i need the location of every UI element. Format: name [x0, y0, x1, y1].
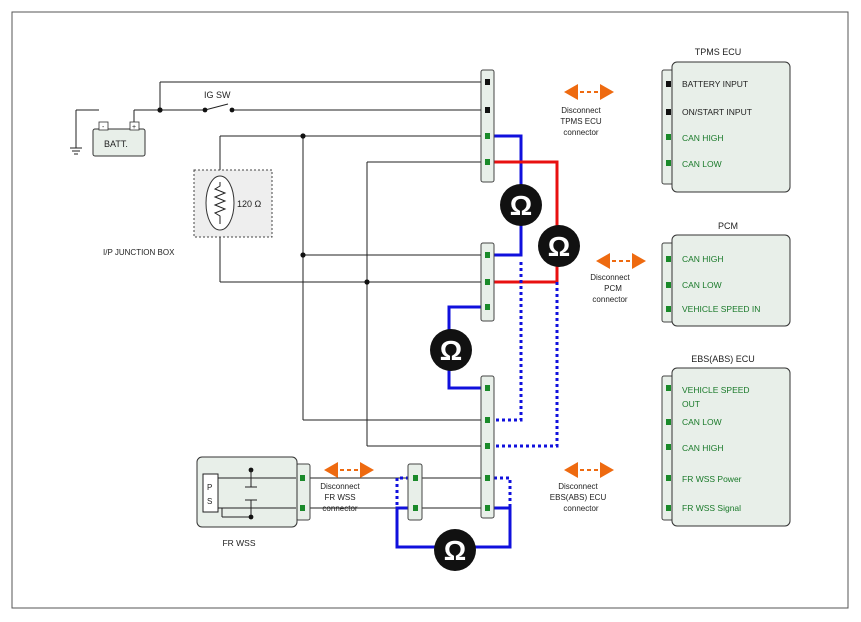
battery-label: BATT.: [104, 139, 128, 149]
tpms-title: TPMS ECU: [695, 47, 742, 57]
ohmmeter-ebs[interactable]: Ω: [430, 329, 472, 371]
ebs-disconnect-line3: connector: [563, 504, 598, 513]
ebs-ecu: VEHICLE SPEED OUT CAN LOW CAN HIGH FR WS…: [661, 367, 791, 527]
can-wires: [395, 134, 559, 549]
ebs-pin-can-high: CAN HIGH: [682, 443, 724, 453]
disconnect-labels: Disconnect TPMS ECU connector Disconnect…: [320, 106, 630, 513]
pcm-disconnect-line1: Disconnect: [590, 273, 630, 282]
tpms-pin-on-start-input: ON/START INPUT: [682, 107, 752, 117]
wss-sensor-p: P: [207, 483, 212, 492]
ohm-meter-icon: [538, 225, 580, 267]
ebs-pin-fr-wss-power: FR WSS Power: [682, 474, 742, 484]
ohmmeter-wss[interactable]: Ω: [434, 529, 476, 571]
battery: - + BATT.: [92, 121, 146, 157]
battery-neg-label: -: [102, 124, 105, 131]
ohm-symbol: Ω: [440, 335, 462, 366]
pcm-disconnect-line2: PCM: [604, 284, 622, 293]
ohm-symbol: Ω: [444, 535, 466, 566]
disconnect-arrows: [324, 84, 646, 478]
ohm-symbol: Ω: [510, 190, 532, 221]
ig-switch-label: IG SW: [204, 90, 231, 100]
pcm-pin-vehicle-speed-in: VEHICLE SPEED IN: [682, 304, 760, 314]
wss-disconnect-line3: connector: [322, 504, 357, 513]
connector-pins: [413, 79, 490, 511]
ebs-pin-can-low: CAN LOW: [682, 417, 722, 427]
pcm-pin-can-high: CAN HIGH: [682, 254, 724, 264]
resistor-icon: [213, 182, 227, 224]
resistor-label: 120 Ω: [237, 199, 262, 209]
pcm-ecu: CAN HIGH CAN LOW VEHICLE SPEED IN: [661, 234, 791, 327]
ebs-pin-vehicle-speed: VEHICLE SPEED: [682, 385, 750, 395]
pcm-title: PCM: [718, 221, 738, 231]
tpms-disconnect-line1: Disconnect: [561, 106, 601, 115]
tpms-pin-battery-input: BATTERY INPUT: [682, 79, 748, 89]
ohm-meter-icon: [434, 529, 476, 571]
ebs-pin-fr-wss-signal: FR WSS Signal: [682, 503, 741, 513]
tpms-disconnect-line2: TPMS ECU: [560, 117, 602, 126]
battery-pos-label: +: [132, 124, 136, 131]
wss-disconnect-line1: Disconnect: [320, 482, 360, 491]
ebs-title: EBS(ABS) ECU: [691, 354, 755, 364]
pcm-disconnect-line3: connector: [592, 295, 627, 304]
fr-wss-title: FR WSS: [222, 538, 255, 548]
junction-box-label: I/P JUNCTION BOX: [103, 248, 175, 257]
ohm-meter-icon: [500, 184, 542, 226]
tpms-ecu: BATTERY INPUT ON/START INPUT CAN HIGH CA…: [661, 61, 791, 193]
junction-box: 120 Ω: [193, 169, 273, 238]
ebs-disconnect-line1: Disconnect: [558, 482, 598, 491]
ebs-pin-out: OUT: [682, 399, 700, 409]
ohmmeter-pcm[interactable]: Ω: [538, 225, 580, 267]
ebs-disconnect-line2: EBS(ABS) ECU: [550, 493, 607, 502]
ohm-symbol: Ω: [548, 231, 570, 262]
connector-blocks: [407, 69, 495, 521]
wss-harness-connector: [407, 463, 423, 521]
fr-wss-sensor: P S: [196, 456, 311, 528]
ground-icon: [70, 147, 82, 155]
wss-sensor-s: S: [207, 497, 212, 506]
tpms-pin-can-high: CAN HIGH: [682, 133, 724, 143]
tpms-pin-can-low: CAN LOW: [682, 159, 722, 169]
tpms-harness-connector: [480, 69, 495, 183]
power-wires: [75, 81, 482, 509]
ohm-meter-icon: [430, 329, 472, 371]
junction-dots: [157, 107, 370, 285]
tpms-disconnect-line3: connector: [563, 128, 598, 137]
wss-disconnect-line2: FR WSS: [324, 493, 355, 502]
pcm-pin-can-low: CAN LOW: [682, 280, 722, 290]
ohmmeter-tpms[interactable]: Ω: [500, 184, 542, 226]
